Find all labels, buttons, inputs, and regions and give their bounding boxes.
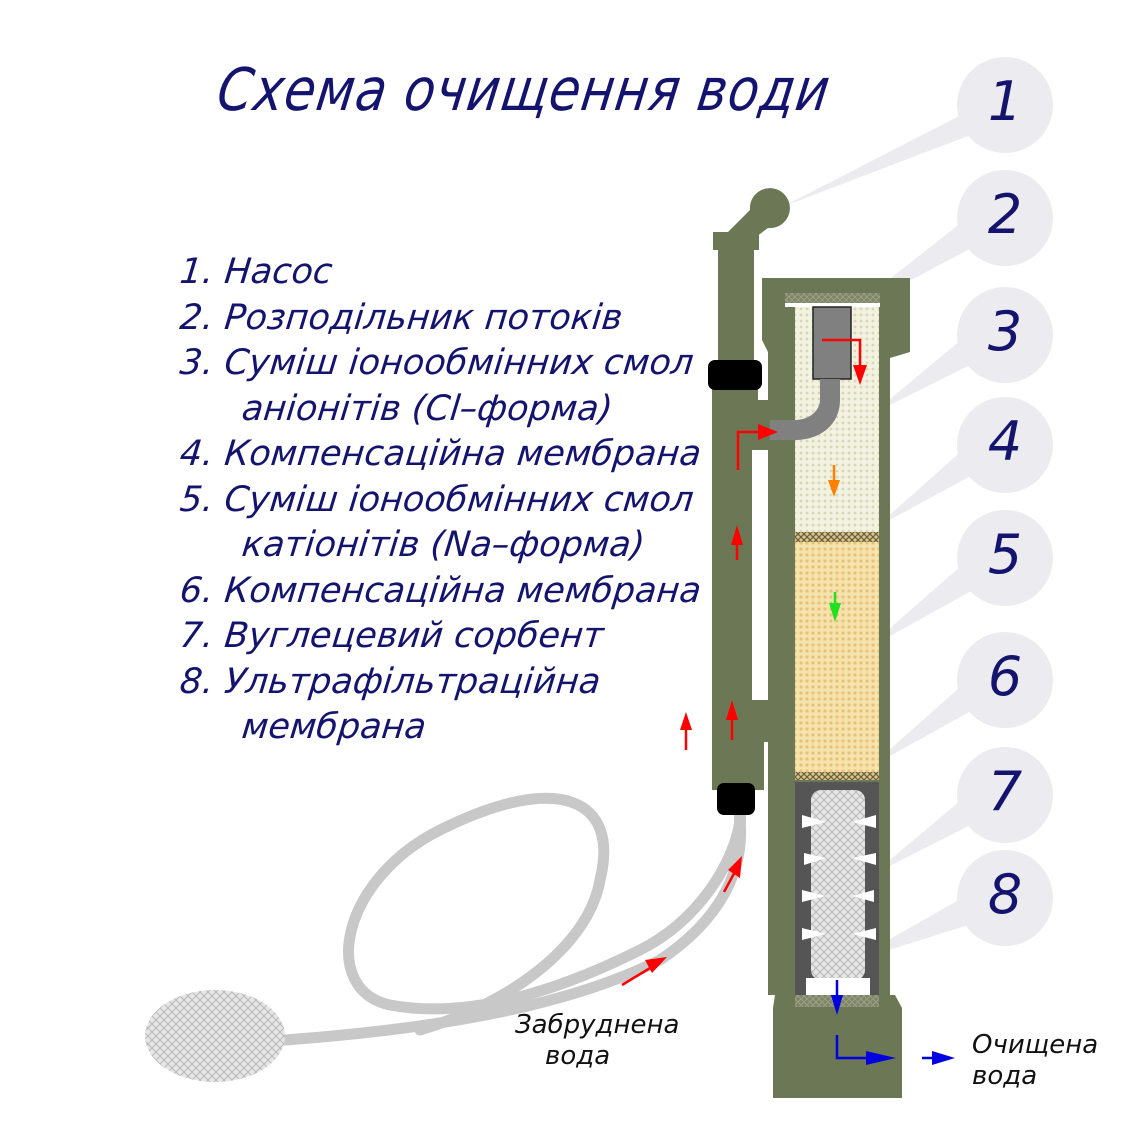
sorbent-fins (802, 815, 876, 940)
callout-4: 4 (987, 410, 1023, 473)
compensation-membrane-4 (795, 532, 879, 542)
flow-arrows-outflow (831, 980, 955, 1065)
callout-8: 8 (987, 863, 1023, 926)
compensation-membrane-6 (795, 772, 879, 780)
cation-resin-layer (795, 542, 879, 772)
callout-5: 5 (987, 523, 1023, 586)
pump-top-cap (708, 360, 762, 390)
anion-flow-arrow (828, 465, 840, 497)
dirty-water-label: Забруднена вода (515, 1010, 680, 1071)
flow-distributor (812, 306, 852, 380)
ultrafiltration-membrane (811, 790, 865, 980)
callout-2: 2 (987, 183, 1023, 246)
intake-strainer (145, 990, 285, 1082)
pump (712, 188, 790, 790)
clean-water-label: Очищена вода (972, 1030, 1099, 1091)
callout-6: 6 (987, 645, 1023, 708)
callout-1: 1 (987, 70, 1023, 133)
flow-arrows-inflow (621, 338, 867, 987)
callout-7: 7 (987, 760, 1023, 823)
intake-hose (279, 792, 747, 1046)
pump-bottom-cap (717, 783, 755, 815)
cation-flow-arrow (829, 592, 841, 622)
callout-3: 3 (987, 300, 1023, 363)
callout-pointers (782, 57, 1053, 963)
